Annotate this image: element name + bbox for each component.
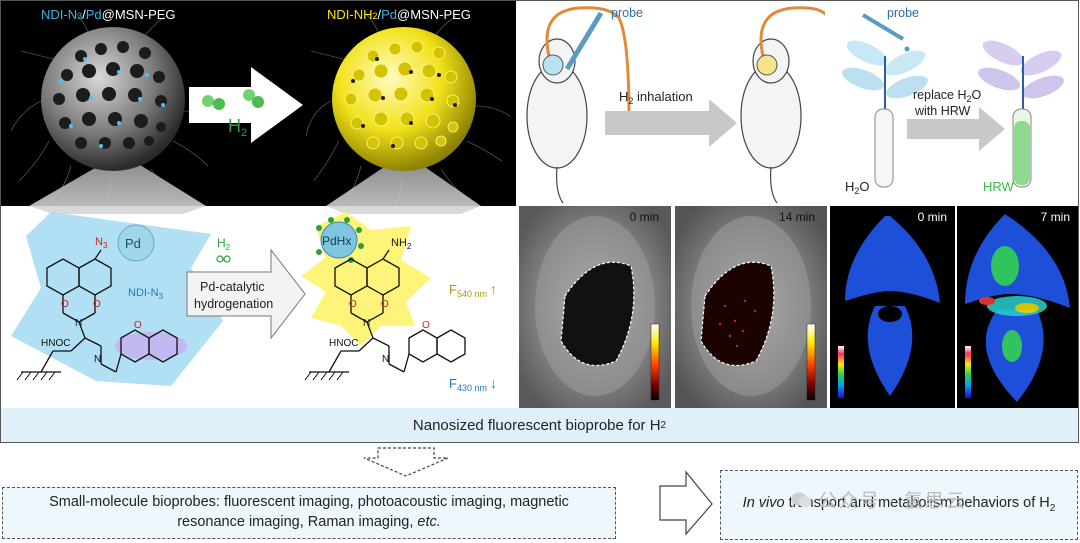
carbonyl-o-right-2: O	[381, 299, 389, 310]
reaction-label-1: Pd-catalytic	[200, 280, 265, 294]
f540-label: F540 nm↑	[449, 281, 497, 299]
hatch-right	[304, 371, 344, 381]
h2-reagent-icon	[216, 255, 231, 263]
hrw-tube-label: HRW	[983, 179, 1015, 194]
inhalation-label: H2 inhalation	[619, 89, 693, 106]
pdhx-sphere	[320, 221, 358, 259]
h2-molecules-icon	[202, 89, 264, 110]
msn-pores-right	[344, 40, 460, 150]
pd-dots-left	[59, 57, 165, 148]
time-label-plant-7: 7 min	[1040, 210, 1070, 224]
replace-label-2: with HRW	[914, 104, 971, 118]
amide-n-right: N	[382, 354, 389, 365]
pd-label: Pd	[125, 236, 141, 251]
pd-sphere	[117, 224, 155, 262]
imide-n-left: N	[75, 318, 82, 329]
amine-label: NH2	[391, 237, 412, 251]
carbonyl-o-left-1: O	[61, 299, 69, 310]
down-arrow	[363, 447, 449, 477]
bioprobes-line-2: resonance imaging, Raman imaging, etc.	[177, 514, 441, 530]
pdhx-h-dots	[316, 217, 364, 263]
hnoc-left: HNOC	[41, 338, 70, 349]
probe-label-plant: probe	[887, 6, 919, 20]
carbonyl-o-right-1: O	[349, 299, 357, 310]
mouse-schematic: probe H2 inhalation	[526, 6, 825, 203]
pdhx-dots-right	[351, 57, 457, 148]
left-particle-label: NDI-N3/Pd@MSN-PEG	[41, 7, 176, 22]
h2-reagent-label: H2	[217, 236, 231, 252]
azide-label: N3	[95, 236, 108, 250]
nanoparticle-illustration: H2	[10, 13, 511, 206]
hnoc-right: HNOC	[329, 338, 358, 349]
replace-arrow	[907, 107, 1005, 151]
carbonyl-o-left-2: O	[93, 299, 101, 310]
tube-left	[545, 6, 621, 57]
plant-image-0min: 0 min	[830, 206, 955, 408]
plant-right-icon	[978, 40, 1064, 188]
coumarin-o-right: O	[422, 320, 430, 331]
imide-n-right: N	[363, 318, 370, 329]
plant-left-icon	[842, 40, 928, 188]
inhalation-arrow	[605, 99, 737, 147]
time-label-mouse-0: 0 min	[629, 210, 659, 224]
replace-label-1: replace H2O	[913, 88, 982, 104]
probe-name-label: NDI-N3	[128, 287, 164, 301]
f430-label: F430 nm↓	[449, 375, 497, 393]
wechat-icon	[791, 492, 812, 508]
watermark: 公众号 · 氢思云	[790, 486, 967, 513]
coumarin-left	[115, 329, 178, 373]
chemistry-scheme: Pd N3 O O N	[11, 206, 497, 393]
mouse-image-14min: 14 min	[675, 206, 827, 408]
amide-n-left: N	[94, 354, 101, 365]
small-molecule-bioprobes-box: Small-molecule bioprobes: fluorescent im…	[2, 487, 616, 539]
conversion-arrow	[189, 67, 303, 143]
zoom-fan-right	[326, 153, 481, 206]
pdhx-label: PdHx	[322, 234, 351, 248]
right-particle-label: NDI-NH2/Pd@MSN-PEG	[327, 7, 471, 22]
plant-schematic: probe replace H2O with HRW	[842, 6, 1064, 196]
naphthalimide-core-right	[309, 249, 466, 373]
in-vivo-behaviors-box: In vivo transport and metabolism behavio…	[720, 470, 1078, 540]
time-label-plant-0: 0 min	[917, 210, 947, 224]
probe-dropper	[861, 13, 905, 41]
mouse-inhalation-panel: probe H2 inhalation	[519, 1, 825, 203]
zoom-fan-left	[29, 153, 206, 206]
reaction-arrow	[186, 248, 306, 340]
time-label-mouse-14: 14 min	[778, 210, 815, 224]
hatch-left	[16, 371, 56, 381]
brain-probe-left	[542, 54, 564, 76]
plant-hrw-panel: probe replace H2O with HRW	[827, 1, 1078, 203]
h2o-tube-label: H2O	[845, 179, 870, 196]
bioprobes-line-1: Small-molecule bioprobes: fluorescent im…	[49, 494, 569, 511]
brain-probe-right	[756, 54, 778, 76]
h2-arrow-label: H2	[228, 116, 247, 139]
reaction-label-2: hydrogenation	[194, 297, 273, 311]
naphthalimide-core-left	[21, 249, 117, 373]
coumarin-o-left: O	[134, 320, 142, 331]
plant-image-7min: 7 min	[957, 206, 1078, 408]
right-arrow	[659, 470, 713, 536]
nanoparticle-panel: NDI-N3/Pd@MSN-PEG NDI-NH2/Pd@MSN-PEG	[1, 1, 516, 206]
figure-frame: NDI-N3/Pd@MSN-PEG NDI-NH2/Pd@MSN-PEG	[0, 0, 1079, 443]
tube-right	[759, 6, 825, 57]
probe-label-mouse: probe	[611, 6, 643, 20]
probe-syringe-left	[564, 11, 604, 71]
coumarin-highlight	[115, 332, 187, 360]
mouse-image-0min: 0 min	[519, 206, 671, 408]
chemistry-scheme-panel: Pd N3 O O N	[1, 206, 516, 408]
